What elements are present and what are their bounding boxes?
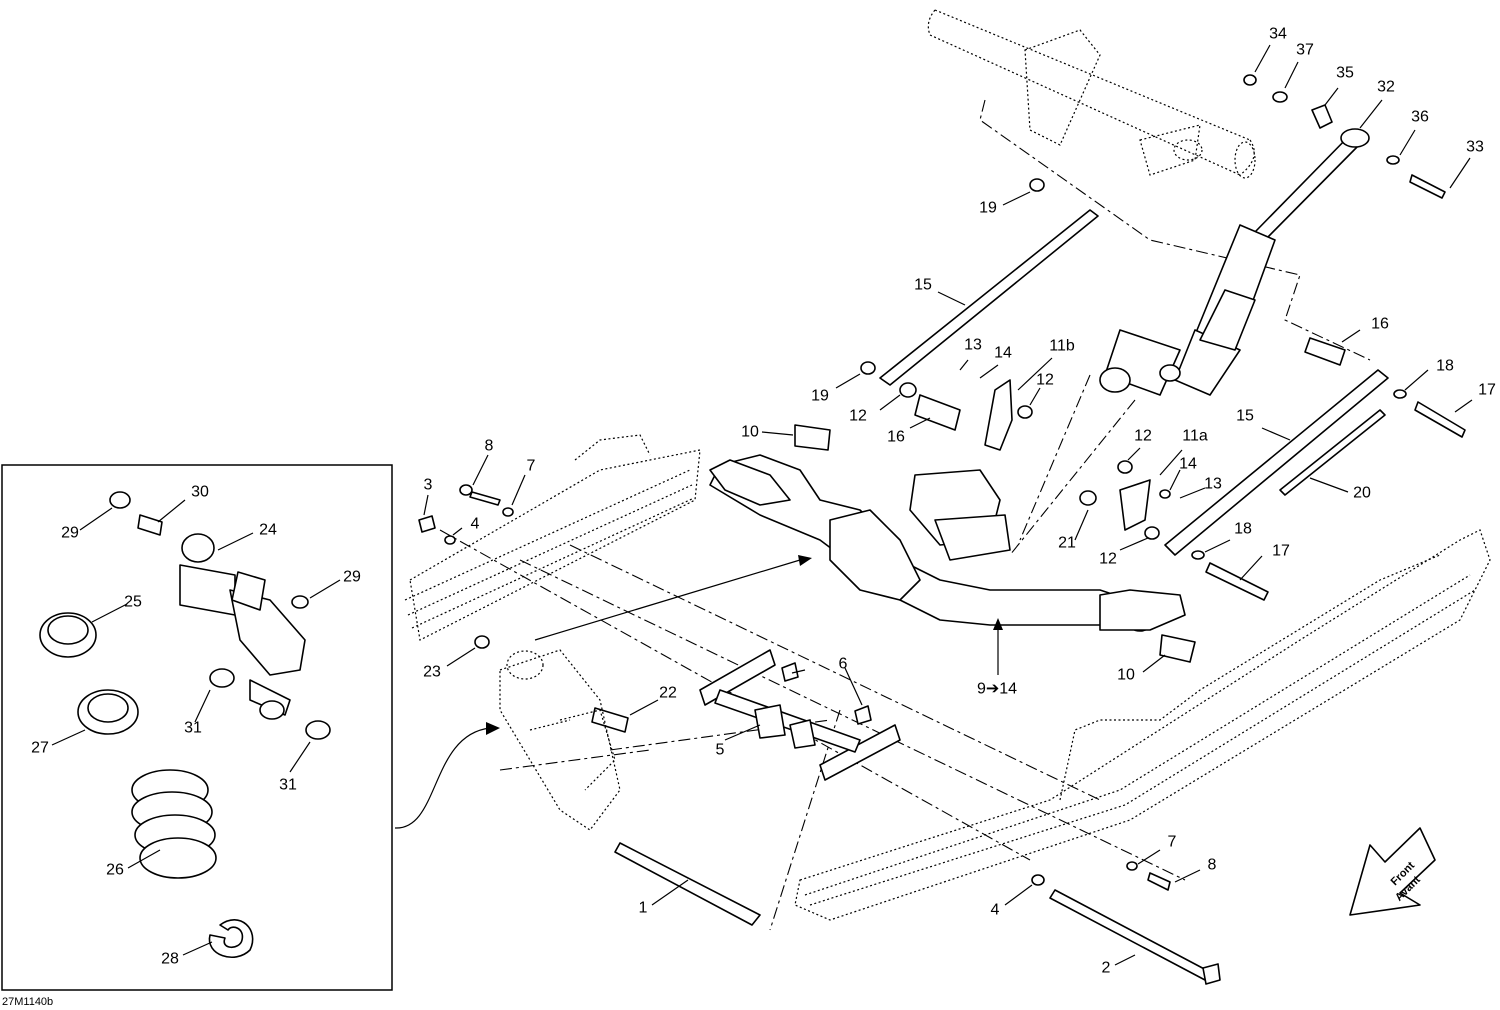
shock-absorber-upper [1099, 128, 1370, 396]
alignment-lines [439, 99, 1371, 931]
callout-30: 30 [191, 484, 209, 501]
callout-10b: 10 [1117, 667, 1135, 684]
callout-3: 3 [424, 477, 433, 494]
callout-13a: 13 [964, 337, 982, 354]
callout-16b: 16 [1371, 316, 1389, 333]
callout-20: 20 [1353, 485, 1371, 502]
leader-lines [51, 44, 1473, 966]
callout-11b: 11b [1049, 338, 1075, 355]
ghost-left-rail [404, 434, 701, 641]
callout-10a: 10 [741, 424, 759, 441]
ghost-upper-crossbar [927, 9, 1256, 179]
callout-4a: 4 [471, 516, 480, 533]
callout-4b: 4 [991, 902, 1000, 919]
callout-35: 35 [1336, 65, 1354, 82]
callout-13b: 13 [1204, 476, 1222, 493]
ghost-right-rail [794, 529, 1491, 921]
callout-34: 34 [1269, 26, 1287, 43]
callout-17a: 17 [1478, 382, 1496, 399]
callout-12a: 12 [1036, 372, 1054, 389]
callout-16a: 16 [887, 429, 905, 446]
callout-11a: 11a [1182, 428, 1208, 445]
callout-12c: 12 [1134, 428, 1152, 445]
callout-14a: 14 [994, 345, 1012, 362]
ghost-rear-shock [499, 649, 621, 831]
hardware [418, 74, 1466, 985]
callout-8b: 8 [1208, 857, 1217, 874]
callout-5: 5 [716, 742, 725, 759]
inset-detail-box [1, 464, 393, 991]
callout-7b: 7 [1168, 834, 1177, 851]
callout-31b: 31 [279, 777, 297, 794]
callout-6: 6 [839, 656, 848, 673]
callout-32: 32 [1377, 79, 1395, 96]
callout-15a: 15 [914, 277, 932, 294]
callout-24: 24 [259, 522, 277, 539]
callout-19a: 19 [979, 200, 997, 217]
callout-18a: 18 [1436, 358, 1454, 375]
callout-26: 26 [106, 862, 124, 879]
callout-2: 2 [1102, 960, 1111, 977]
callout-9to14: 9➔14 [977, 681, 1017, 698]
callout-12d: 12 [1099, 551, 1117, 568]
callout-14b: 14 [1179, 456, 1197, 473]
suspension-arm-assembly [709, 454, 1186, 632]
callout-12b: 12 [849, 408, 867, 425]
callout-27: 27 [31, 740, 49, 757]
callout-19b: 19 [811, 388, 829, 405]
callout-18b: 18 [1234, 521, 1252, 538]
callout-29b: 29 [343, 569, 361, 586]
callout-7a: 7 [527, 458, 536, 475]
callout-21: 21 [1058, 535, 1076, 552]
callout-8a: 8 [485, 438, 494, 455]
upper-linkage-rods [879, 209, 1389, 556]
callout-1: 1 [639, 900, 648, 917]
callout-25: 25 [124, 594, 142, 611]
callout-15b: 15 [1236, 408, 1254, 425]
callout-23: 23 [423, 664, 441, 681]
callout-31a: 31 [184, 720, 202, 737]
callout-36: 36 [1411, 109, 1429, 126]
drawing-reference: 27M1140b [2, 996, 53, 1008]
callout-17b: 17 [1272, 543, 1290, 560]
callout-33: 33 [1466, 139, 1484, 156]
callout-29a: 29 [61, 525, 79, 542]
cross-shaft-bracket [699, 649, 901, 781]
connection-arrows [394, 555, 812, 829]
callout-37: 37 [1296, 42, 1314, 59]
callout-28: 28 [161, 951, 179, 968]
callout-22: 22 [659, 685, 677, 702]
front-direction-arrow: Front Avant [1349, 827, 1436, 916]
